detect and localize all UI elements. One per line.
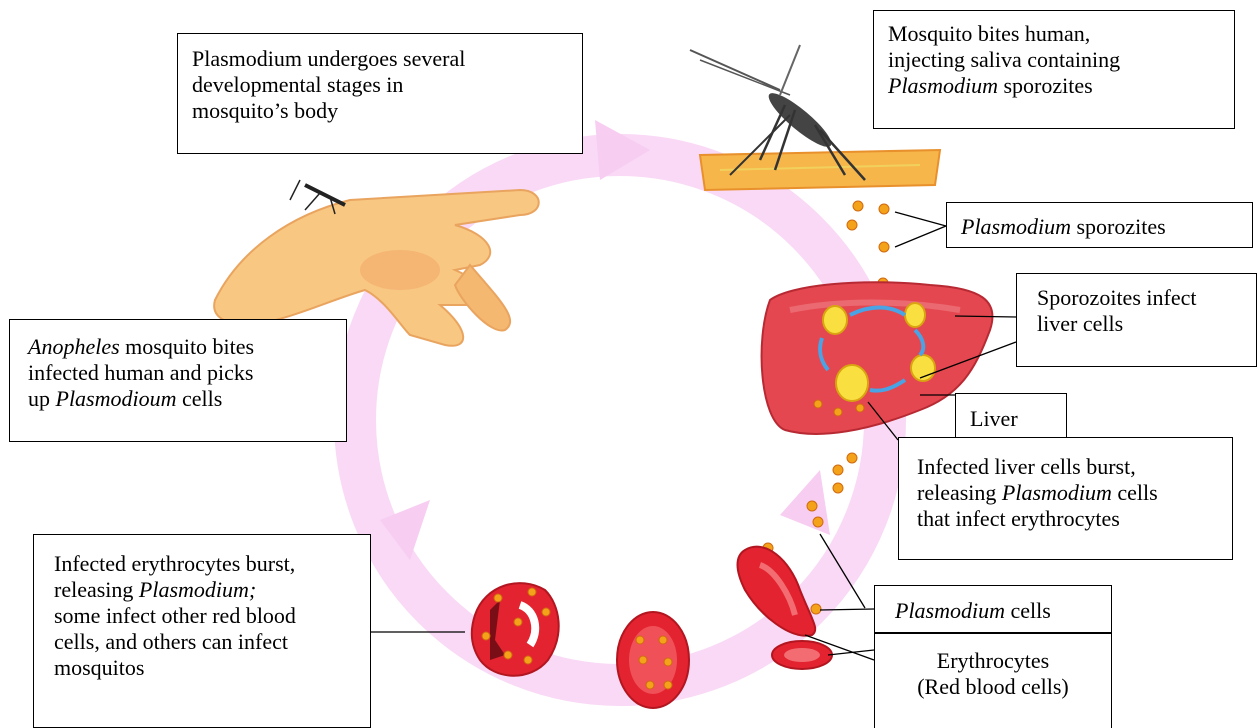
- label-line: Sporozoites infect: [1037, 285, 1242, 311]
- genus-name: Plasmodium: [888, 73, 998, 98]
- label-line: Plasmodium sporozites: [961, 214, 1238, 240]
- label-sporozites: Plasmodium sporozites: [946, 202, 1253, 248]
- label-line: Infected erythrocytes burst,: [54, 551, 356, 577]
- label-line: liver cells: [1037, 311, 1242, 337]
- label-anopheles-bites: Anopheles mosquito bites infected human …: [9, 319, 347, 442]
- genus-name: Anopheles: [28, 334, 120, 359]
- label-erythrocytes: Erythrocytes (Red blood cells): [874, 633, 1112, 728]
- genus-name: Plasmodium: [895, 598, 1005, 623]
- label-line: Plasmodium undergoes several: [192, 46, 568, 72]
- label-line: some infect other red blood: [54, 603, 356, 629]
- label-line: Plasmodium cells: [895, 598, 1097, 624]
- label-text: releasing: [917, 480, 1002, 505]
- label-line: Mosquito bites human,: [888, 21, 1220, 47]
- label-plasmodium-cells: Plasmodium cells: [874, 585, 1112, 633]
- label-text: sporozites: [1071, 214, 1166, 239]
- label-line: mosquitos: [54, 655, 356, 681]
- label-text: cells: [1112, 480, 1158, 505]
- label-text: cells: [177, 386, 223, 411]
- label-liver: Liver: [955, 393, 1067, 440]
- genus-name: Plasmodium: [961, 214, 1071, 239]
- label-line: up Plasmodioum cells: [28, 386, 332, 412]
- label-line: Plasmodium sporozites: [888, 73, 1220, 99]
- label-line: releasing Plasmodium cells: [917, 480, 1218, 506]
- label-line: infected human and picks: [28, 360, 332, 386]
- label-text: sporozites: [998, 73, 1093, 98]
- label-line: Infected liver cells burst,: [917, 454, 1218, 480]
- label-text: mosquito bites: [120, 334, 254, 359]
- label-sporozoites-infect-liver: Sporozoites infect liver cells: [1016, 273, 1257, 367]
- label-line: releasing Plasmodium;: [54, 577, 356, 603]
- label-text: releasing: [54, 577, 139, 602]
- genus-name: Plasmodium: [1002, 480, 1112, 505]
- label-line: Anopheles mosquito bites: [28, 334, 332, 360]
- label-line: cells, and others can infect: [54, 629, 356, 655]
- bursting-erythrocyte-illustration: [472, 583, 559, 676]
- label-line: Erythrocytes: [881, 648, 1105, 674]
- label-line: that infect erythrocytes: [917, 506, 1218, 532]
- label-infected-erythrocytes-burst: Infected erythrocytes burst, releasing P…: [33, 534, 371, 728]
- label-infected-liver-cells-burst: Infected liver cells burst, releasing Pl…: [898, 437, 1233, 560]
- genus-name: Plasmodioum: [56, 386, 177, 411]
- label-line: mosquito’s body: [192, 98, 568, 124]
- label-text: cells: [1005, 598, 1051, 623]
- label-line: Liver: [970, 406, 1052, 432]
- infected-erythrocyte-illustration: [617, 612, 689, 708]
- label-line: injecting saliva containing: [888, 47, 1220, 73]
- label-line: (Red blood cells): [881, 674, 1105, 700]
- label-line: developmental stages in: [192, 72, 568, 98]
- label-mosquito-bites-human: Mosquito bites human, injecting saliva c…: [873, 10, 1235, 129]
- label-mosquito-stages: Plasmodium undergoes several development…: [177, 33, 583, 154]
- label-text: up: [28, 386, 56, 411]
- genus-name: Plasmodium;: [139, 577, 256, 602]
